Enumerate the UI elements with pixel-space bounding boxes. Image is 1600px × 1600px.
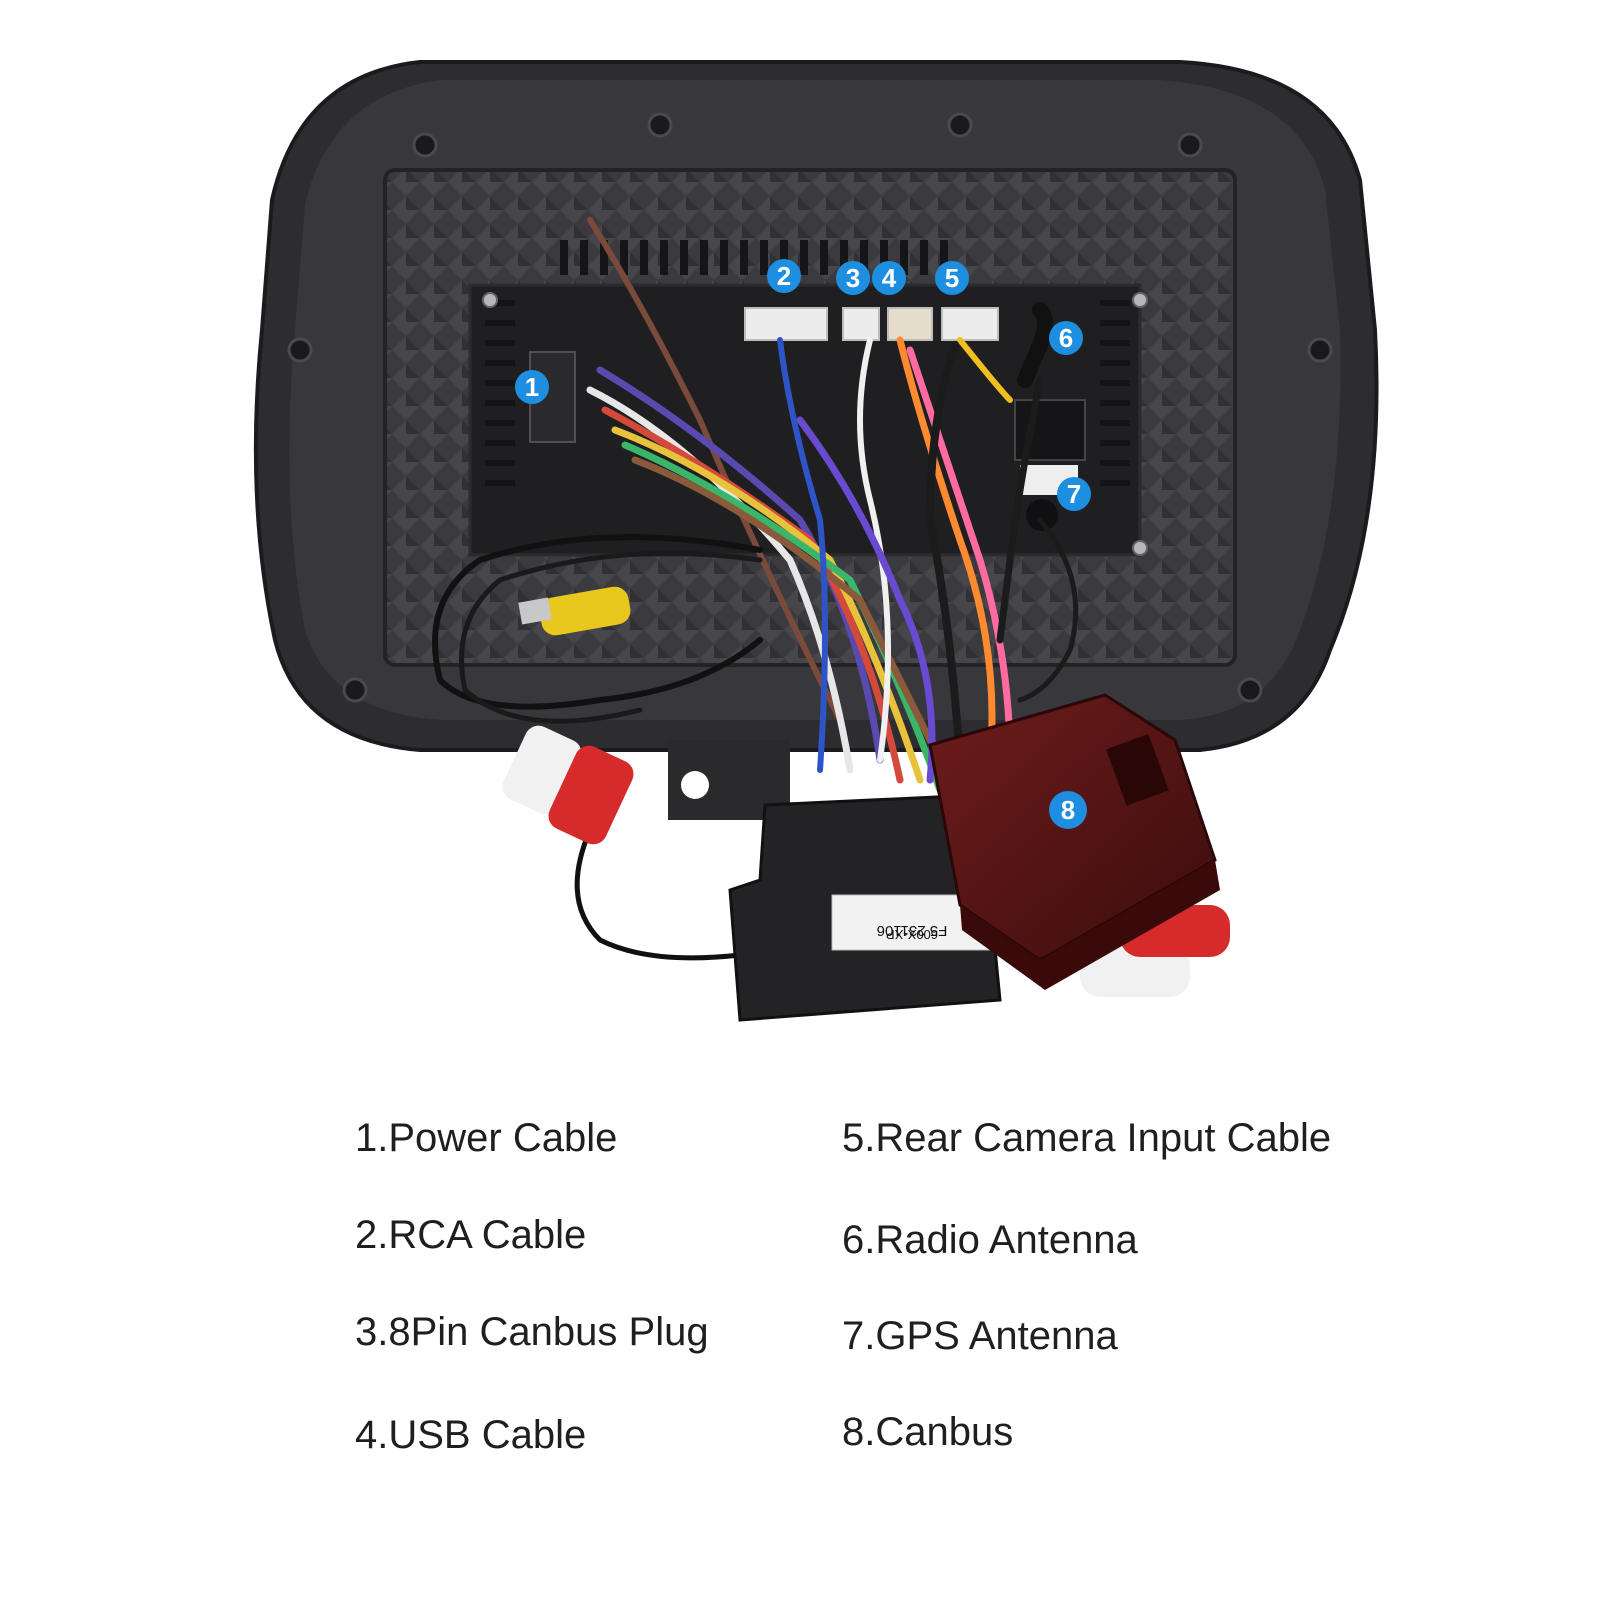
- legend-item-canbus-plug: 3.8Pin Canbus Plug: [355, 1310, 709, 1354]
- marker-7: 7: [1057, 477, 1091, 511]
- legend-item-radio-antenna: 6.Radio Antenna: [842, 1218, 1138, 1262]
- marker-6: 6: [1049, 321, 1083, 355]
- legend-item-rear-camera-cable: 5.Rear Camera Input Cable: [842, 1116, 1332, 1160]
- svg-text:2: 2: [777, 261, 791, 291]
- marker-5: 5: [935, 261, 969, 295]
- marker-4: 4: [872, 261, 906, 295]
- svg-text:5: 5: [945, 263, 959, 293]
- legend-item-canbus: 8.Canbus: [842, 1410, 1014, 1454]
- yellow-rca-plug: [518, 586, 631, 636]
- legend-item-usb-cable: 4.USB Cable: [355, 1413, 587, 1457]
- metal-bracket: [668, 740, 790, 820]
- legend-item-gps-antenna: 7.GPS Antenna: [842, 1314, 1118, 1358]
- svg-text:1: 1: [525, 372, 539, 402]
- svg-text:6: 6: [1059, 323, 1073, 353]
- svg-text:7: 7: [1067, 479, 1081, 509]
- product-photo: F5 231106 600X-XP 1 2 3 4 5 6 7 8: [253, 60, 1379, 1022]
- marker-2: 2: [767, 259, 801, 293]
- marker-3: 3: [836, 261, 870, 295]
- legend-item-power-cable: 1.Power Cable: [355, 1116, 618, 1160]
- carbon-panel: [383, 168, 1237, 667]
- plug-label-line2: 600X-XP: [886, 927, 938, 942]
- svg-text:3: 3: [846, 263, 860, 293]
- legend-item-rca-cable: 2.RCA Cable: [355, 1213, 587, 1257]
- wire-harness: [432, 217, 1079, 961]
- marker-1: 1: [515, 370, 549, 404]
- svg-text:4: 4: [882, 263, 897, 293]
- plug-label-line1: F5 231106: [877, 922, 948, 939]
- svg-text:8: 8: [1061, 795, 1075, 825]
- marker-8: 8: [1049, 791, 1087, 829]
